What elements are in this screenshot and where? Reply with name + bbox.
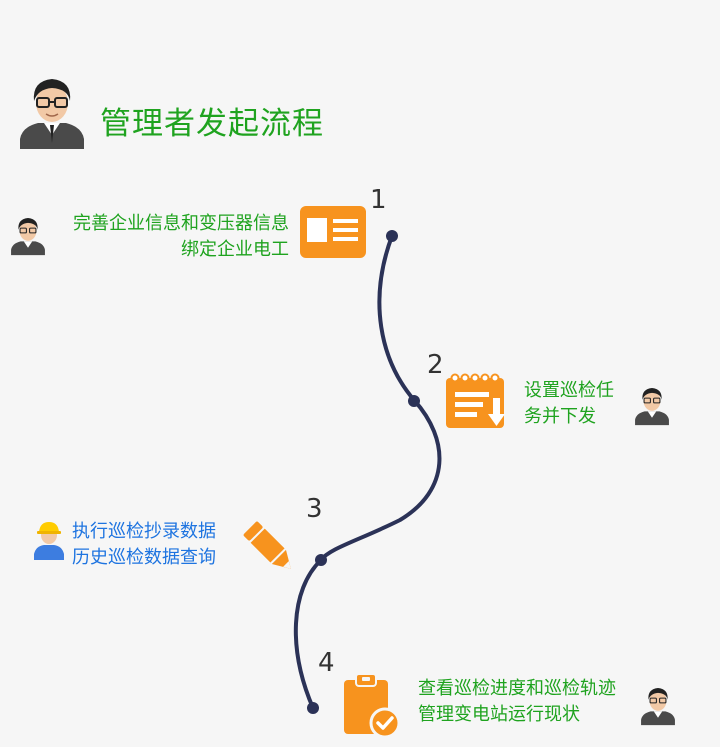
- step-1-line-1: 完善企业信息和变压器信息: [73, 213, 289, 234]
- step-4-text: 查看巡检进度和巡检轨迹 管理变电站运行现状: [418, 676, 616, 728]
- step-2-node: [408, 395, 420, 407]
- calendar-task-icon: [446, 373, 505, 428]
- step-4-number: 4: [318, 648, 335, 678]
- step-2-text: 设置巡检任 务并下发: [524, 378, 614, 430]
- step-2-number: 2: [427, 350, 444, 380]
- small-manager-avatar-icon: [641, 688, 675, 726]
- step-3-node: [315, 554, 327, 566]
- step-4-line-1: 查看巡检进度和巡检轨迹: [418, 678, 616, 699]
- step-3-line-2: 历史巡检数据查询: [72, 547, 216, 568]
- manager-avatar-icon: [20, 79, 84, 149]
- small-manager-avatar-icon: [11, 218, 45, 256]
- worker-helmet-icon: [34, 522, 64, 560]
- id-card-icon: [300, 206, 366, 258]
- step-2-line-1: 设置巡检任: [524, 380, 614, 401]
- step-2-line-2: 务并下发: [524, 406, 596, 427]
- step-1-text: 完善企业信息和变压器信息 绑定企业电工: [73, 211, 289, 263]
- step-3-number: 3: [306, 494, 323, 524]
- clipboard-check-icon: [344, 673, 401, 738]
- page-title: 管理者发起流程: [100, 106, 324, 142]
- step-1-node: [386, 230, 398, 242]
- pencil-icon: [243, 521, 291, 569]
- step-4-node: [307, 702, 319, 714]
- step-1-number: 1: [370, 185, 387, 215]
- step-4-line-2: 管理变电站运行现状: [418, 704, 580, 725]
- step-3-line-1: 执行巡检抄录数据: [72, 521, 216, 542]
- small-manager-avatar-icon: [635, 388, 669, 426]
- step-3-text: 执行巡检抄录数据 历史巡检数据查询: [72, 519, 216, 571]
- step-1-line-2: 绑定企业电工: [181, 239, 289, 260]
